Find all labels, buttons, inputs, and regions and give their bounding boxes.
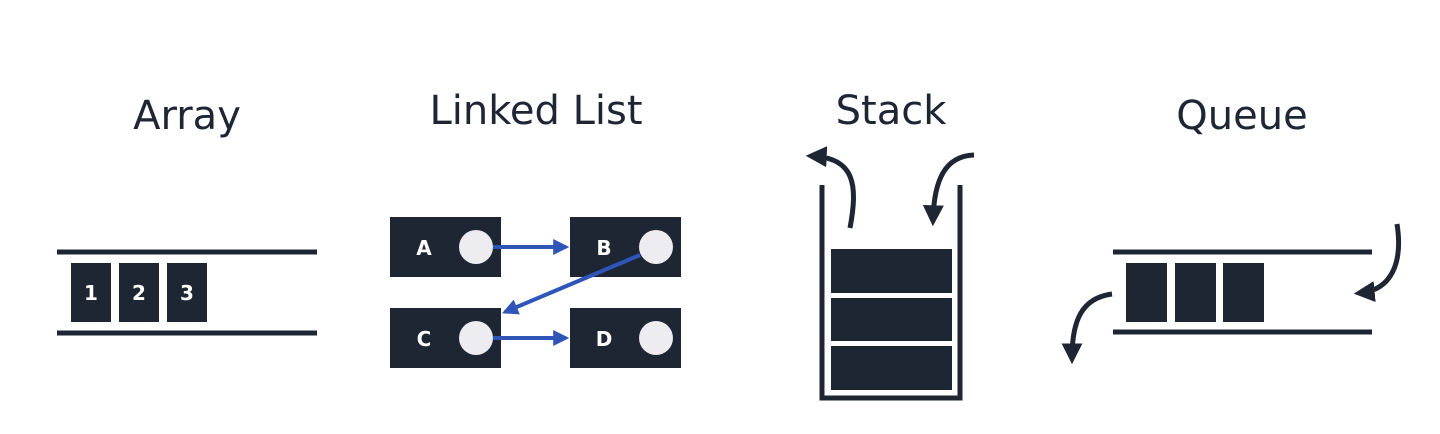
- pointer-circle: [639, 321, 673, 355]
- stack-title: Stack: [836, 88, 948, 134]
- stack-diagram: [805, 146, 975, 401]
- list-node-d: D: [570, 308, 681, 368]
- queue-item: [1223, 263, 1264, 322]
- queue-item: [1175, 263, 1216, 322]
- link-arrow-b-to-c: [502, 253, 641, 315]
- node-label: D: [596, 327, 613, 351]
- stack-item: [831, 298, 952, 341]
- pointer-circle: [639, 230, 673, 264]
- stack-container: [819, 185, 963, 401]
- stack-item: [831, 346, 952, 390]
- stack-item: [831, 249, 952, 293]
- list-node-a: A: [390, 217, 501, 277]
- array-cell-label: 2: [132, 281, 146, 305]
- pointer-circle: [459, 321, 493, 355]
- node-label: A: [416, 236, 432, 260]
- list-node-b: B: [570, 217, 681, 277]
- array-diagram: 1 2 3: [57, 249, 317, 336]
- pop-arrow-icon: [805, 146, 857, 229]
- enqueue-arrow-icon: [1353, 223, 1402, 303]
- dequeue-arrow-icon: [1061, 291, 1113, 365]
- queue-diagram: [1061, 223, 1402, 365]
- array-cell-label: 3: [180, 281, 194, 305]
- array-cell-label: 1: [84, 281, 98, 305]
- pointer-circle: [459, 230, 493, 264]
- array-title: Array: [133, 93, 241, 139]
- array-cell: 2: [119, 263, 159, 322]
- queue-title: Queue: [1176, 93, 1307, 139]
- queue-item: [1126, 263, 1167, 322]
- push-arrow-icon: [922, 152, 975, 227]
- list-node-c: C: [390, 308, 501, 368]
- array-cell: 1: [71, 263, 111, 322]
- array-cell: 3: [167, 263, 207, 322]
- linked-list-diagram: A B C D: [390, 217, 681, 368]
- node-label: B: [596, 236, 611, 260]
- linked-list-title: Linked List: [429, 88, 642, 134]
- node-label: C: [417, 327, 432, 351]
